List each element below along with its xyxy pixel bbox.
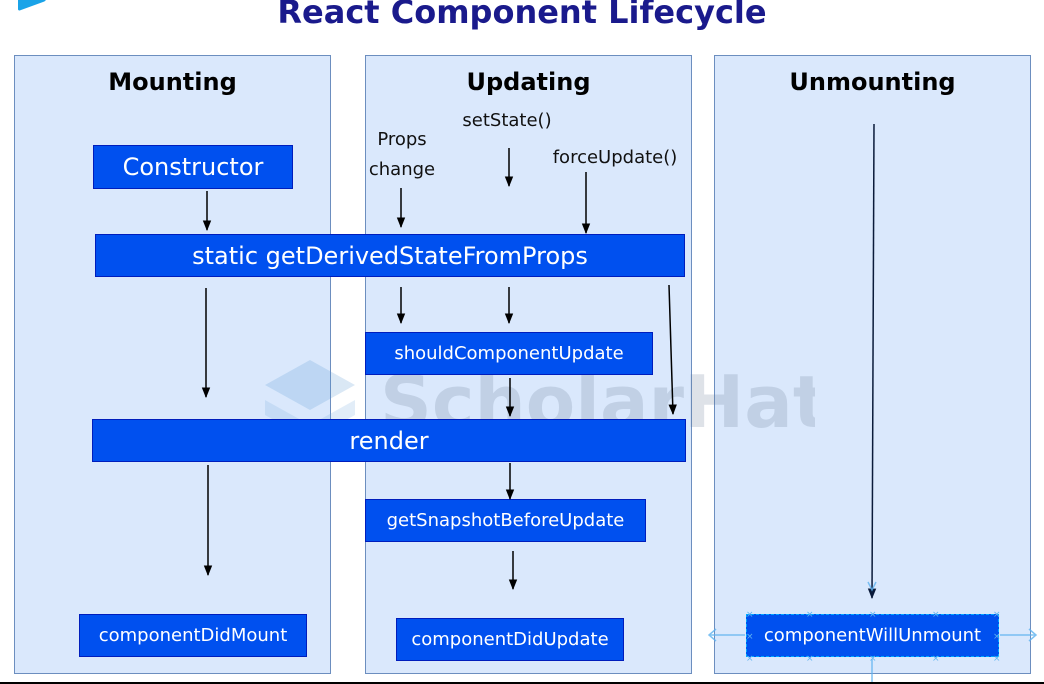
bottom-border <box>0 682 1044 684</box>
component-did-update-box: componentDidUpdate <box>396 618 624 661</box>
set-state-label: setState() <box>462 110 552 131</box>
component-did-mount-box: componentDidMount <box>79 614 307 657</box>
render-box: render <box>92 419 686 462</box>
unmounting-title: Unmounting <box>789 68 956 96</box>
updating-title: Updating <box>466 68 591 96</box>
get-derived-state-box: static getDerivedStateFromProps <box>95 234 685 277</box>
force-update-label: forceUpdate() <box>552 147 678 168</box>
mounting-title: Mounting <box>108 68 237 96</box>
page-title: React Component Lifecycle <box>277 0 767 31</box>
should-component-update-box: shouldComponentUpdate <box>365 332 653 375</box>
component-will-unmount-box: componentWillUnmount <box>746 614 999 657</box>
unmounting-panel: Unmounting <box>714 55 1031 674</box>
props-change-label: Props change <box>368 129 436 180</box>
get-snapshot-box: getSnapshotBeforeUpdate <box>365 499 646 542</box>
constructor-box: Constructor <box>93 145 293 189</box>
